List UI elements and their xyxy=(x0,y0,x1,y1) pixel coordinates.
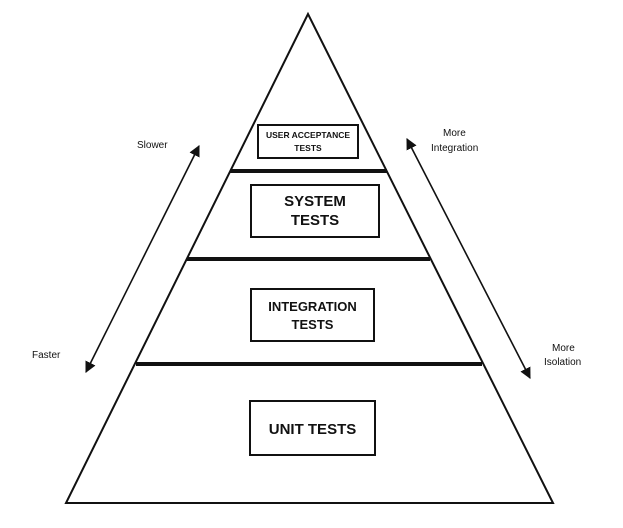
integration-isolation-arrow xyxy=(406,138,531,379)
tier-box xyxy=(250,184,380,238)
tier-system-tests: SYSTEM TESTS xyxy=(250,184,380,238)
tier-label-line: TESTS xyxy=(292,317,334,332)
tier-box xyxy=(257,124,359,159)
more-isolation-label-line: Isolation xyxy=(544,357,581,368)
more-integration-label-line: More xyxy=(443,128,466,139)
tier-label-line: UNIT TESTS xyxy=(269,421,357,438)
tier-label-line: TESTS xyxy=(291,212,339,229)
tier-label-line: TESTS xyxy=(294,143,322,153)
more-isolation-label-line: More xyxy=(552,343,575,354)
slower-label: Slower xyxy=(137,140,168,151)
tier-user-acceptance-tests: USER ACCEPTANCE TESTS xyxy=(257,124,359,159)
tier-box xyxy=(250,288,375,342)
tier-unit-tests: UNIT TESTS xyxy=(249,400,376,456)
more-integration-label-line: Integration xyxy=(431,143,478,154)
faster-label: Faster xyxy=(32,350,61,361)
tier-label-line: USER ACCEPTANCE xyxy=(266,130,350,140)
speed-arrow xyxy=(85,144,200,374)
tier-label-line: SYSTEM xyxy=(284,193,346,210)
tier-box xyxy=(249,400,376,456)
tier-integration-tests: INTEGRATION TESTS xyxy=(250,288,375,342)
tier-label-line: INTEGRATION xyxy=(268,299,357,314)
